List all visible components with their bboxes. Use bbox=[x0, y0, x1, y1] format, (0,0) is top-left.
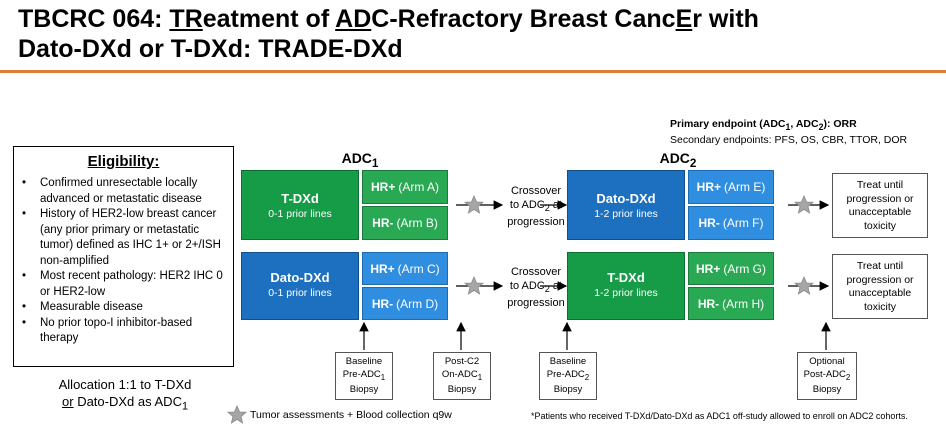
arm-h-box: HR-(Arm H) bbox=[688, 287, 774, 320]
drug-label: T-DXd bbox=[281, 191, 319, 206]
eligibility-list: Confirmed unresectable locally advanced … bbox=[14, 176, 233, 347]
star-icon bbox=[793, 194, 815, 214]
adc1-header: ADC1 bbox=[341, 150, 379, 170]
star-icon bbox=[793, 275, 815, 295]
footnote: *Patients who received T-DXd/Dato-DXd as… bbox=[531, 411, 908, 421]
allocation-text: Allocation 1:1 to T-DXd or Dato-DXd as A… bbox=[20, 376, 230, 416]
title-divider bbox=[0, 70, 946, 73]
allocation-line1: Allocation 1:1 to T-DXd bbox=[58, 377, 192, 392]
adc1-tdxd-box: T-DXd 0-1 prior lines bbox=[241, 170, 359, 240]
arm-b-box: HR-(Arm B) bbox=[362, 206, 448, 240]
list-item: Measurable disease bbox=[22, 300, 227, 316]
prior-lines: 0-1 prior lines bbox=[268, 287, 332, 299]
page-title: TBCRC 064: TReatment of ADC-Refractory B… bbox=[18, 5, 759, 63]
adc2-header: ADC2 bbox=[659, 150, 697, 170]
arm-e-box: HR+(Arm E) bbox=[688, 170, 774, 204]
prior-lines: 1-2 prior lines bbox=[594, 287, 658, 299]
primary-endpoint: Primary endpoint (ADC1, ADC2): ORR bbox=[670, 118, 857, 133]
arm-g-box: HR+(Arm G) bbox=[688, 252, 774, 285]
legend-text: Tumor assessments + Blood collection q9w bbox=[250, 409, 452, 421]
endpoints: Primary endpoint (ADC1, ADC2): ORR Secon… bbox=[670, 118, 940, 147]
adc2-datodxd-box: Dato-DXd 1-2 prior lines bbox=[567, 170, 685, 240]
allocation-line2: or Dato-DXd as ADC1 bbox=[62, 394, 188, 413]
star-icon bbox=[463, 194, 485, 214]
eligibility-heading: Eligibility: bbox=[87, 153, 160, 170]
star-icon bbox=[226, 404, 248, 424]
prior-lines: 1-2 prior lines bbox=[594, 208, 658, 220]
list-item: Confirmed unresectable locally advanced … bbox=[22, 176, 227, 207]
crossover-text-top: Crossover to ADC2 at progression bbox=[507, 185, 565, 229]
drug-label: Dato-DXd bbox=[270, 270, 330, 285]
prior-lines: 0-1 prior lines bbox=[268, 208, 332, 220]
adc2-tdxd-box: T-DXd 1-2 prior lines bbox=[567, 252, 685, 320]
list-item: History of HER2-low breast cancer (any p… bbox=[22, 207, 227, 269]
arm-d-box: HR-(Arm D) bbox=[362, 287, 448, 320]
secondary-endpoints: Secondary endpoints: PFS, OS, CBR, TTOR,… bbox=[670, 134, 908, 147]
eligibility-box: Eligibility: Confirmed unresectable loca… bbox=[13, 146, 234, 367]
adc1-datodxd-box: Dato-DXd 0-1 prior lines bbox=[241, 252, 359, 320]
arm-c-box: HR+(Arm C) bbox=[362, 252, 448, 285]
crossover-text-bottom: Crossover to ADC2 at progression bbox=[507, 266, 565, 310]
arm-f-box: HR-(Arm F) bbox=[688, 206, 774, 240]
arm-a-box: HR+(Arm A) bbox=[362, 170, 448, 204]
list-item: No prior topo-I inhibitor-based therapy bbox=[22, 316, 227, 347]
list-item: Most recent pathology: HER2 IHC 0 or HER… bbox=[22, 269, 227, 300]
star-icon bbox=[463, 275, 485, 295]
drug-label: Dato-DXd bbox=[596, 191, 656, 206]
drug-label: T-DXd bbox=[607, 270, 645, 285]
